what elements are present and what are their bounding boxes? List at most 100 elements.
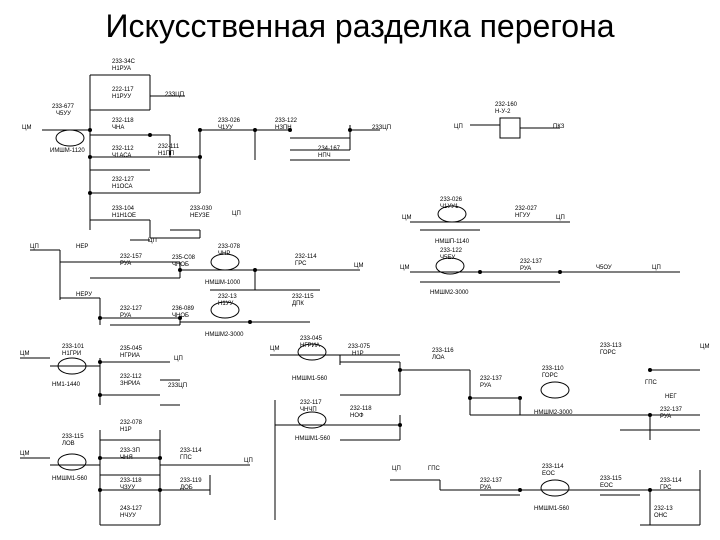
- label: ГОРС: [600, 350, 617, 356]
- label: НЕГ: [665, 394, 677, 400]
- label: Ч5ЕУ: [440, 255, 455, 261]
- relay-coil: [55, 129, 85, 147]
- label: 233-115: [62, 434, 84, 440]
- relay-coil: [540, 479, 570, 497]
- label: НГРИА: [120, 353, 140, 359]
- label: НМШМ1-560: [52, 476, 88, 482]
- label: НМШМ1-560: [295, 436, 331, 442]
- label: ЦП: [148, 238, 157, 244]
- label: ЦП: [244, 458, 253, 464]
- label: Ч5УУ: [56, 111, 71, 117]
- label: 233-030: [190, 206, 213, 212]
- label: 232-157: [120, 254, 143, 260]
- label: НМШМ1-560: [534, 506, 570, 512]
- label: 232-127: [112, 177, 135, 183]
- label: НОФ: [350, 413, 364, 419]
- relay-coil: [210, 253, 240, 271]
- label: 233-122: [275, 118, 298, 124]
- relay-coil: [297, 411, 327, 429]
- label: ГПС: [428, 466, 441, 472]
- label: 233-045: [300, 336, 323, 342]
- label: НЕР: [76, 244, 88, 250]
- label: НМШМ1-560: [292, 376, 328, 382]
- label: Н1Н1ОЕ: [112, 213, 136, 219]
- label: НГРИА: [300, 343, 320, 349]
- relay-coil: [210, 301, 240, 319]
- label: 232-13: [654, 506, 673, 512]
- label: Н1УУ: [218, 301, 233, 307]
- label: НГУУ: [515, 213, 530, 219]
- label: 232-160: [495, 102, 518, 108]
- label: ЧНОБ: [172, 313, 189, 319]
- label: Н1ГРИ: [62, 351, 81, 357]
- label: НЕРУ: [76, 292, 92, 298]
- label: 233-104: [112, 206, 135, 212]
- label: ИМШМ-1120: [50, 148, 85, 154]
- block-upper-right: 232-160 Н-У-2 ЦП ПКЗ 233-026 Ч1УУ1 232-0…: [400, 102, 680, 296]
- label: Н1ОСА: [112, 184, 133, 190]
- label: Н1РУА: [112, 66, 131, 72]
- page-title: Искусственная разделка перегона: [105, 8, 615, 44]
- label: ЦП: [174, 356, 183, 362]
- label: 233-115: [600, 476, 622, 482]
- label: 222-117: [112, 87, 134, 93]
- label: 233-ЗП: [120, 448, 140, 454]
- label: 234-167: [318, 146, 341, 152]
- relay-coil: [540, 381, 570, 399]
- relay-coil: [437, 205, 467, 223]
- label: 232-078: [120, 420, 143, 426]
- block-bottom: 233-115 ЛОВ НМШМ1-560 232-078 Н1Р 233-ЗП…: [20, 420, 701, 526]
- label: ЧНА: [112, 125, 124, 131]
- label: 23ЗЦП: [165, 92, 184, 98]
- label: 233-075: [348, 344, 371, 350]
- block-middle: 233-101 Н1ГРИ НМ1-1440 235-045 НГРИА 232…: [20, 336, 709, 520]
- label: РУА: [480, 485, 491, 491]
- label: 232-118: [112, 118, 134, 124]
- label: НПЧ: [318, 153, 331, 159]
- label: ДПК: [292, 301, 304, 307]
- label: ЦМ: [270, 346, 279, 352]
- label: НМШМ2-3000: [534, 410, 573, 416]
- label: 233-026: [440, 197, 463, 203]
- label: РУА: [660, 414, 671, 420]
- label: ПКЗ: [553, 124, 565, 130]
- label: ЦМ: [22, 125, 31, 131]
- label: ГРС: [660, 485, 672, 491]
- relay-coil: [435, 257, 465, 275]
- label: 232-118: [350, 406, 372, 412]
- block-middle-left: ЦП НЕР 232-157 РУА 235-С08 ЧНОБ 233-078 …: [30, 244, 363, 338]
- label: НМШМ-1000: [205, 280, 241, 286]
- label: РУА: [120, 261, 131, 267]
- label: ЦМ: [20, 451, 29, 457]
- label: Н1ПП: [158, 151, 174, 157]
- relay-coil: [57, 357, 87, 375]
- label: 233-119: [180, 478, 202, 484]
- label: ЦП: [556, 215, 565, 221]
- label: ЧНЧП: [300, 407, 317, 413]
- label: Ч1УУ1: [440, 204, 459, 210]
- label: ЦМ: [400, 265, 409, 271]
- label: 235-С08: [172, 255, 196, 261]
- label: 232-112: [120, 374, 142, 380]
- label: ЧНОБ: [172, 262, 189, 268]
- label: ГРС: [295, 261, 307, 267]
- label: 23ЗЦП: [372, 125, 391, 131]
- label: НМШМ2-3000: [430, 290, 469, 296]
- label: 233-116: [432, 348, 454, 354]
- label: Н1Р: [352, 351, 364, 357]
- label: ЧЗУУ: [120, 485, 135, 491]
- label: НМШП-1140: [435, 239, 470, 245]
- label: ОНС: [654, 513, 668, 519]
- label: 232-112: [112, 146, 134, 152]
- label: Ч1АСА: [112, 153, 131, 159]
- label: НЕУЗЕ: [190, 213, 210, 219]
- label: ЦП: [392, 466, 401, 472]
- label: РУА: [480, 383, 491, 389]
- label: 232-137: [660, 407, 683, 413]
- label: 233-110: [542, 366, 564, 372]
- label: Н1РУУ: [112, 94, 131, 100]
- label: ЧНР: [218, 251, 230, 257]
- label: 23ЗЦП: [168, 383, 187, 389]
- label: 232-115: [292, 294, 314, 300]
